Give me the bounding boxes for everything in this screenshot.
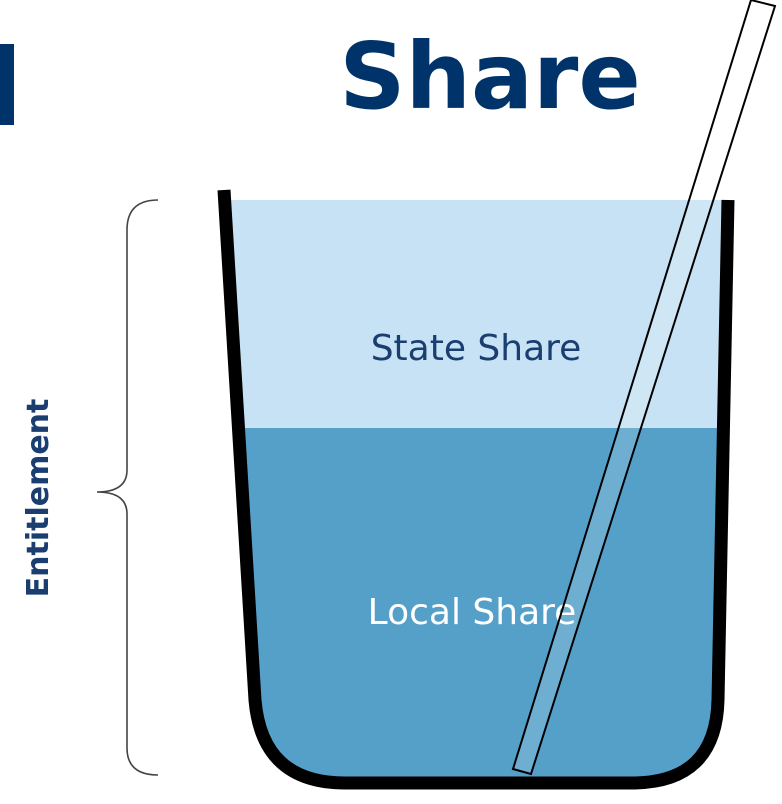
state-share-zone xyxy=(224,200,728,428)
diagram-title: Share xyxy=(339,23,641,130)
entitlement-label: Entitlement xyxy=(21,399,56,598)
local-share-zone xyxy=(224,428,728,783)
cup-icon xyxy=(217,189,735,790)
curly-brace-icon xyxy=(96,199,159,776)
cup-contents xyxy=(224,200,728,783)
cropped-title-glyph xyxy=(0,44,14,125)
state-share-label: State Share xyxy=(371,328,582,369)
local-share-label: Local Share xyxy=(368,592,577,633)
straw-icon xyxy=(511,0,777,776)
